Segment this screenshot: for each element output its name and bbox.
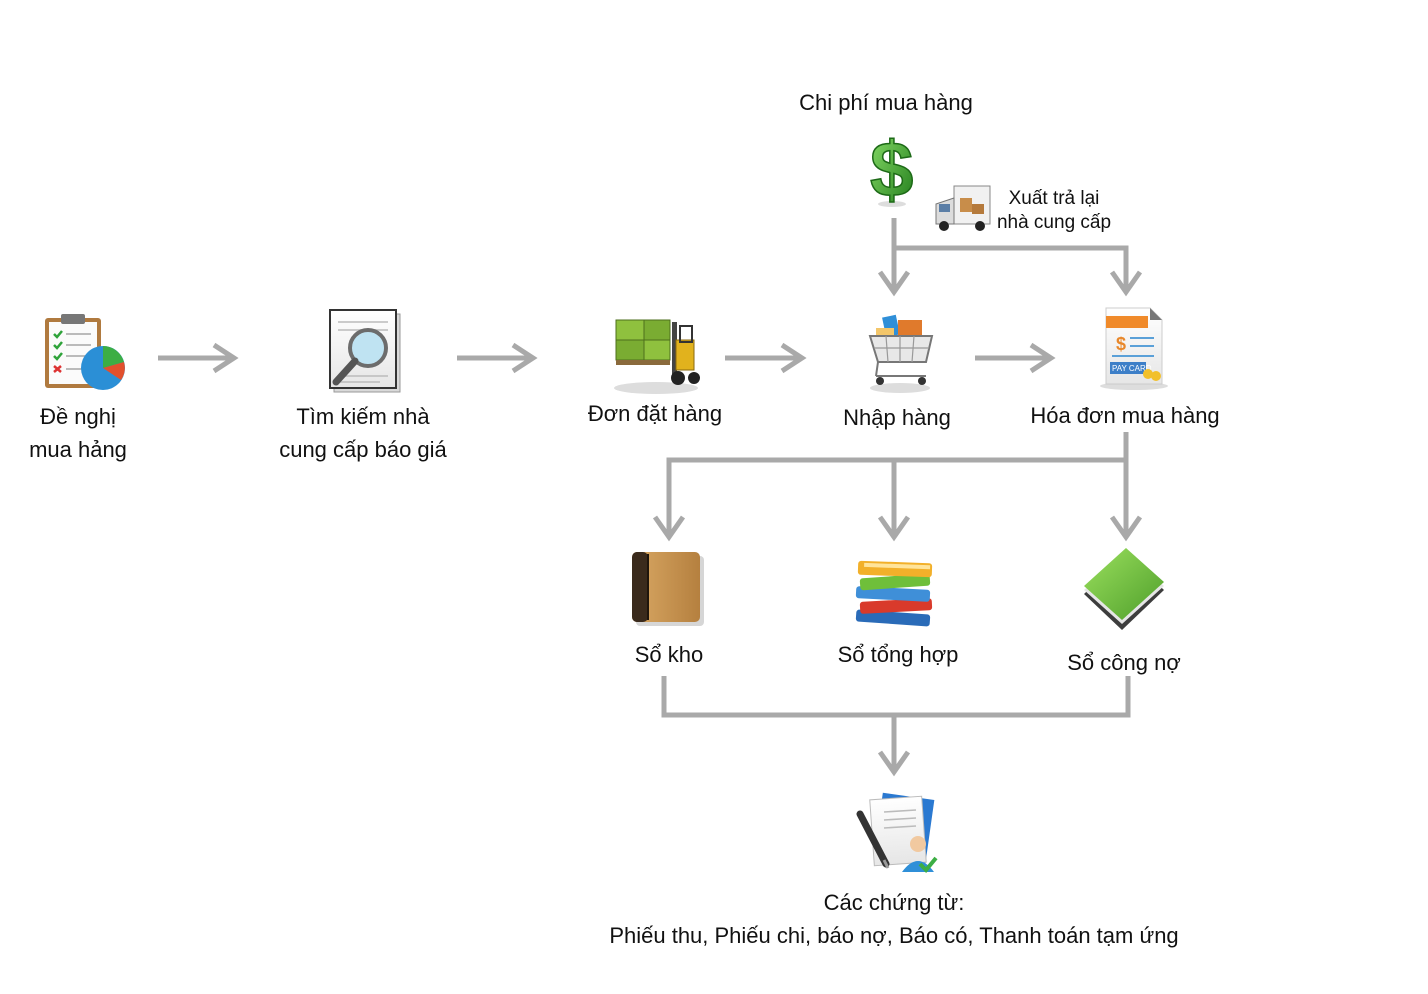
label-chung-tu: Các chứng từ: Phiếu thu, Phiếu chi, báo … xyxy=(609,886,1178,952)
label-chi-phi: Chi phí mua hàng xyxy=(799,90,973,115)
shopping-cart-icon xyxy=(868,314,934,393)
arrow-ledgers-to-documents xyxy=(661,676,1131,777)
label-so-kho: Sổ kho xyxy=(634,642,704,667)
document-pen-user-icon xyxy=(856,792,938,873)
label-tim-kiem-line1: Tìm kiếm nhà xyxy=(296,404,430,429)
label-xuat-tra: Xuất trả lại nhà cung cấp xyxy=(997,187,1111,235)
label-xuat-tra-line1: Xuất trả lại xyxy=(1008,188,1100,209)
invoice-icon: $ PAY CARD xyxy=(1100,307,1168,390)
label-xuat-tra-line2: nhà cung cấp xyxy=(996,212,1112,233)
pay-card-text: PAY CARD xyxy=(1112,364,1152,373)
label-de-nghi-line2: mua hảng xyxy=(29,437,127,462)
label-nhap-hang: Nhập hàng xyxy=(843,405,951,430)
book-stack-icon xyxy=(855,560,933,627)
label-de-nghi-line1: Đề nghị xyxy=(40,404,116,429)
dollar-icon: $ xyxy=(869,124,914,214)
label-de-nghi: Đề nghị mua hảng xyxy=(29,400,127,466)
label-hoa-don: Hóa đơn mua hàng xyxy=(1030,403,1220,428)
arrow-de-nghi-to-tim-kiem xyxy=(158,342,239,374)
arrow-distribution-to-ledgers xyxy=(652,432,1143,542)
label-don-dat-hang: Đơn đặt hàng xyxy=(587,401,723,426)
green-book-icon xyxy=(1084,548,1164,630)
svg-text:$: $ xyxy=(1116,334,1126,354)
arrow-don-dat-hang-to-nhap-hang xyxy=(725,342,807,374)
label-so-cong-no: Sổ công nợ xyxy=(1067,650,1181,675)
arrow-chi-phi-to-nhap-hang xyxy=(877,218,911,297)
arrow-chi-phi-to-hoa-don xyxy=(894,245,1143,297)
label-chung-tu-line2: Phiếu thu, Phiếu chi, báo nợ, Báo có, Th… xyxy=(609,923,1179,948)
label-tim-kiem: Tìm kiếm nhà cung cấp báo giá xyxy=(279,400,447,466)
delivery-truck-icon xyxy=(935,185,991,231)
label-so-tong-hop: Sổ tổng hợp xyxy=(837,642,959,667)
arrow-tim-kiem-to-don-dat-hang xyxy=(457,342,538,374)
label-tim-kiem-line2: cung cấp báo giá xyxy=(279,437,447,462)
document-search-icon xyxy=(329,309,401,393)
connectors xyxy=(158,218,1143,777)
forklift-icon xyxy=(614,319,700,394)
svg-text:$: $ xyxy=(870,125,913,213)
clipboard-chart-icon xyxy=(45,314,125,390)
label-chung-tu-line1: Các chứng từ: xyxy=(823,890,965,915)
brown-book-icon xyxy=(632,552,704,626)
arrow-nhap-hang-to-hoa-don xyxy=(975,342,1056,374)
